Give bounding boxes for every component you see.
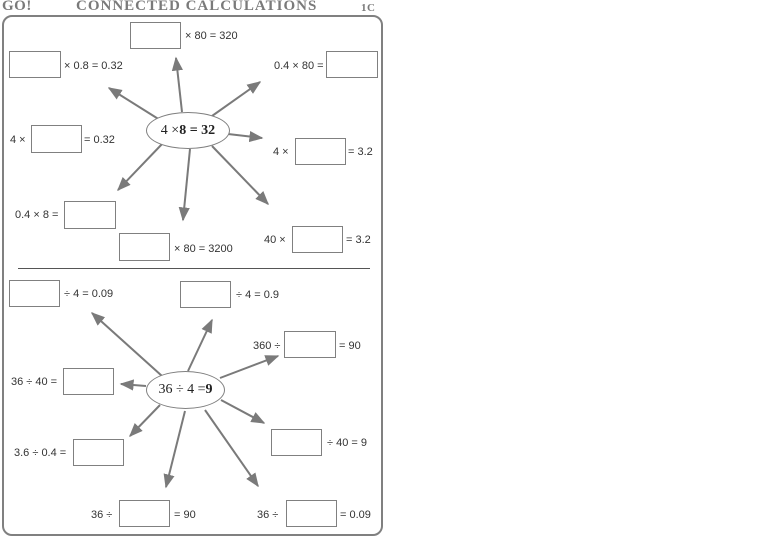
answer-box[interactable]	[292, 226, 343, 253]
answer-box[interactable]	[64, 201, 116, 229]
equation-text: 36 ÷	[91, 509, 113, 521]
equation-text: ÷ 40 = 9	[327, 437, 367, 449]
equation-text: = 90	[174, 509, 196, 521]
equation-text: 36 ÷ 40 =	[11, 376, 58, 388]
equation-text: = 0.09	[340, 509, 371, 521]
answer-box[interactable]	[326, 51, 378, 78]
equation-text: 40 ×	[264, 234, 286, 246]
answer-box[interactable]	[119, 233, 170, 261]
equation-text: 0.4 × 8 =	[15, 209, 59, 221]
answer-box[interactable]	[119, 500, 170, 527]
page-title: CONNECTED CALCULATIONS	[76, 0, 318, 14]
hub-bold-text: 8 = 32	[179, 122, 216, 138]
equation-text: 3.6 ÷ 0.4 =	[14, 447, 67, 459]
answer-box[interactable]	[73, 439, 124, 466]
equation-text: = 90	[339, 340, 361, 352]
equation-text: 36 ÷	[257, 509, 279, 521]
answer-box[interactable]	[9, 51, 61, 78]
equation-text: × 80 = 320	[185, 30, 238, 42]
worksheet-code: 1C	[361, 2, 376, 14]
answer-box[interactable]	[180, 281, 231, 308]
hub-bold-text: 9	[205, 382, 213, 397]
answer-box[interactable]	[31, 125, 82, 153]
answer-box[interactable]	[130, 22, 181, 49]
answer-box[interactable]	[9, 280, 60, 307]
hub-lead-text: 4 ×	[160, 122, 180, 138]
answer-box[interactable]	[271, 429, 322, 456]
equation-text: 4 ×	[10, 134, 26, 146]
equation-text: 4 ×	[273, 146, 289, 158]
equation-text: ÷ 4 = 0.09	[64, 288, 114, 300]
answer-box[interactable]	[284, 331, 336, 358]
answer-box[interactable]	[295, 138, 346, 165]
equation-text: = 3.2	[346, 234, 371, 246]
equation-text: 0.4 × 80 =	[274, 60, 324, 72]
section-divider	[18, 268, 370, 269]
hub-multiplication: 4 × 8 = 32	[146, 112, 230, 149]
brand-logo: GO!	[2, 0, 32, 14]
equation-text: = 3.2	[348, 146, 373, 158]
answer-box[interactable]	[286, 500, 337, 527]
equation-text: × 80 = 3200	[174, 243, 233, 255]
worksheet-panel	[2, 15, 383, 536]
equation-text: = 0.32	[84, 134, 115, 146]
hub-division: 36 ÷ 4 = 9	[146, 371, 225, 409]
equation-text: ÷ 4 = 0.9	[236, 289, 280, 301]
equation-text: 360 ÷	[253, 340, 281, 352]
hub-lead-text: 36 ÷ 4 =	[158, 382, 206, 397]
equation-text: × 0.8 = 0.32	[64, 60, 123, 72]
answer-box[interactable]	[63, 368, 114, 395]
